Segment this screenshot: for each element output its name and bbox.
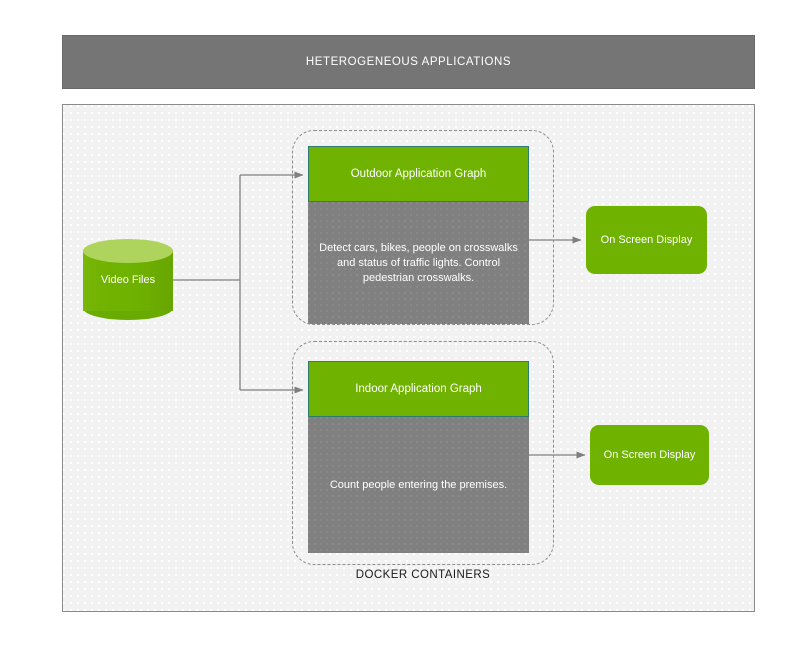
outdoor-application-card[interactable]: Outdoor Application Graph Detect cars, b…	[308, 146, 529, 324]
on-screen-display-indoor[interactable]: On Screen Display	[590, 425, 709, 485]
outdoor-application-description: Detect cars, bikes, people on crosswalks…	[308, 202, 529, 324]
indoor-application-graph-title: Indoor Application Graph	[308, 361, 529, 417]
video-files-datastore[interactable]: Video Files	[83, 239, 173, 321]
docker-container-indoor	[292, 341, 554, 565]
indoor-application-description: Count people entering the premises.	[308, 417, 529, 553]
cylinder-top-icon	[83, 239, 173, 263]
indoor-application-card[interactable]: Indoor Application Graph Count people en…	[308, 361, 529, 553]
header-title: HETEROGENEOUS APPLICATIONS	[305, 56, 512, 68]
docker-containers-caption: DOCKER CONTAINERS	[355, 569, 491, 581]
heterogeneous-applications-header: HETEROGENEOUS APPLICATIONS	[62, 35, 755, 89]
on-screen-display-outdoor[interactable]: On Screen Display	[586, 206, 707, 274]
docker-container-outdoor	[292, 130, 554, 325]
video-files-label: Video Files	[100, 274, 156, 286]
outdoor-application-graph-title: Outdoor Application Graph	[308, 146, 529, 202]
